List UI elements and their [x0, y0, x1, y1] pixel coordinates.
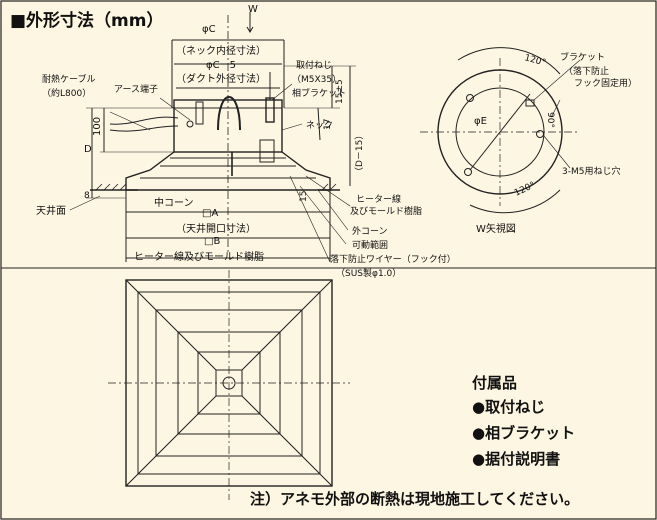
outer-cone-label: 外コーン [352, 225, 388, 237]
page-title: ■外形寸法（mm） [10, 10, 164, 31]
top-view [108, 270, 350, 500]
aibracket-label: 相ブラケット [292, 87, 346, 99]
side-view [69, 12, 356, 263]
angle-side-label: 90° [545, 112, 555, 128]
neck-label: ネック [306, 120, 333, 131]
earth-terminal-label: アース端子 [114, 83, 158, 95]
box-a-label: □A [202, 208, 218, 219]
accessory-item: ●取付ねじ [472, 398, 545, 416]
box-b-label: □B [204, 236, 220, 247]
sus-label: （SUS製φ1.0） [336, 267, 401, 279]
d-label: D [84, 144, 92, 155]
heater-mold-label: 及びモールド樹脂 [350, 205, 422, 217]
movable-range-label: 可動範囲 [352, 239, 388, 251]
bracket-note-2: フック固定用） [574, 77, 637, 89]
fifteen-pm5-label: 15±5 [335, 79, 345, 104]
d-minus15-label: （D－15） [354, 131, 365, 176]
accessories-heading: 付属品 [472, 374, 517, 392]
accessory-item: ●相ブラケット [472, 424, 575, 442]
w-view [420, 47, 581, 214]
heat-cable-label: 耐熱ケーブル [42, 73, 95, 85]
phi-c-minus5-label: φC－5 [206, 60, 236, 71]
seventeen-label: 17 [323, 119, 333, 130]
footer-note: 注）アネモ外部の断熱は現地施工してください。 [250, 490, 579, 508]
fall-wire-label: 落下防止ワイヤー（フック付） [330, 253, 456, 265]
screw-holes-label: 3-M5用ねじ穴 [562, 165, 620, 177]
hundred-label: 100 [92, 117, 103, 136]
phi-c-label: φC [202, 24, 216, 35]
bracket-label: ブラケット [560, 51, 605, 63]
neck-inner-label: （ネック内径寸法） [176, 44, 266, 57]
opening-label: （天井開口寸法） [176, 222, 256, 235]
m5x35-label: （M5X35） [292, 74, 341, 85]
phi-e-label: φE [474, 116, 487, 127]
ceiling-label: 天井面 [36, 204, 66, 217]
heater-bottom-label: ヒーター線及びモールド樹脂 [134, 250, 264, 263]
eight-label: 8 [84, 191, 90, 201]
heater-line-label: ヒーター線 [356, 193, 401, 205]
inner-cone-label: 中コーン [154, 196, 194, 209]
w-view-title: W矢視図 [476, 222, 516, 235]
bracket-note-1: （落下防止 [564, 65, 609, 77]
accessory-item: ●据付説明書 [472, 450, 560, 468]
mounting-screw-label: 取付ねじ [296, 60, 332, 71]
duct-outer-label: （ダクト外径寸法） [176, 72, 266, 85]
heat-cable-length: （約L800） [42, 87, 91, 99]
fifteen-label: 15 [299, 191, 309, 202]
w-arrow-label: W [248, 4, 258, 15]
